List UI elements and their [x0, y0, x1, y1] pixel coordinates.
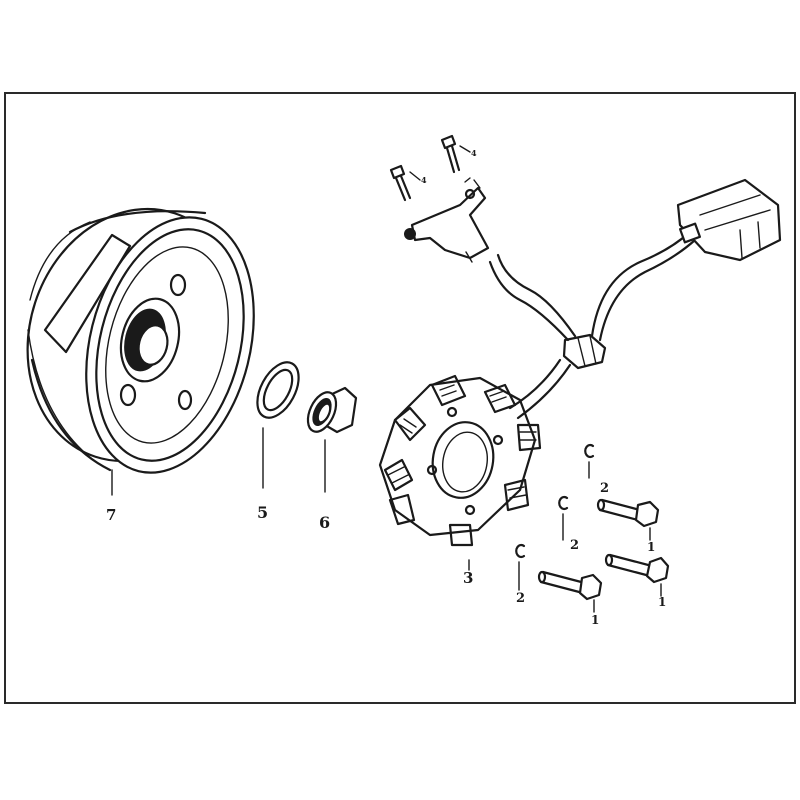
label-lock-washer-b: 2 — [570, 538, 579, 553]
lock-washer-b: 2 — [558, 495, 579, 553]
label-lock-washer-a: 2 — [600, 481, 609, 496]
label-stator: 3 — [463, 569, 473, 587]
washer: 5 — [256, 361, 300, 522]
label-lock-washer-c: 2 — [516, 591, 525, 606]
bolt-c: 1 — [537, 570, 603, 627]
flywheel: 7 — [26, 207, 255, 524]
bolt-b: 1 — [604, 553, 670, 609]
label-screw-b: 4 — [471, 148, 477, 158]
label-screw-a: 4 — [421, 175, 427, 185]
label-washer: 5 — [257, 503, 268, 522]
stator: 3 — [378, 177, 782, 587]
label-flywheel: 7 — [106, 506, 116, 524]
label-bolt-a: 1 — [647, 540, 655, 554]
nut: 6 — [306, 386, 358, 532]
screw-a: 4 — [389, 164, 427, 202]
lock-washer-a: 2 — [584, 443, 609, 496]
bolt-a: 1 — [596, 498, 660, 554]
label-bolt-b: 1 — [658, 595, 666, 609]
lock-washer-c: 2 — [515, 543, 526, 606]
label-bolt-c: 1 — [591, 613, 599, 627]
screw-b: 4 — [440, 134, 477, 174]
diagram-frame — [4, 92, 796, 704]
label-nut: 6 — [319, 513, 330, 532]
